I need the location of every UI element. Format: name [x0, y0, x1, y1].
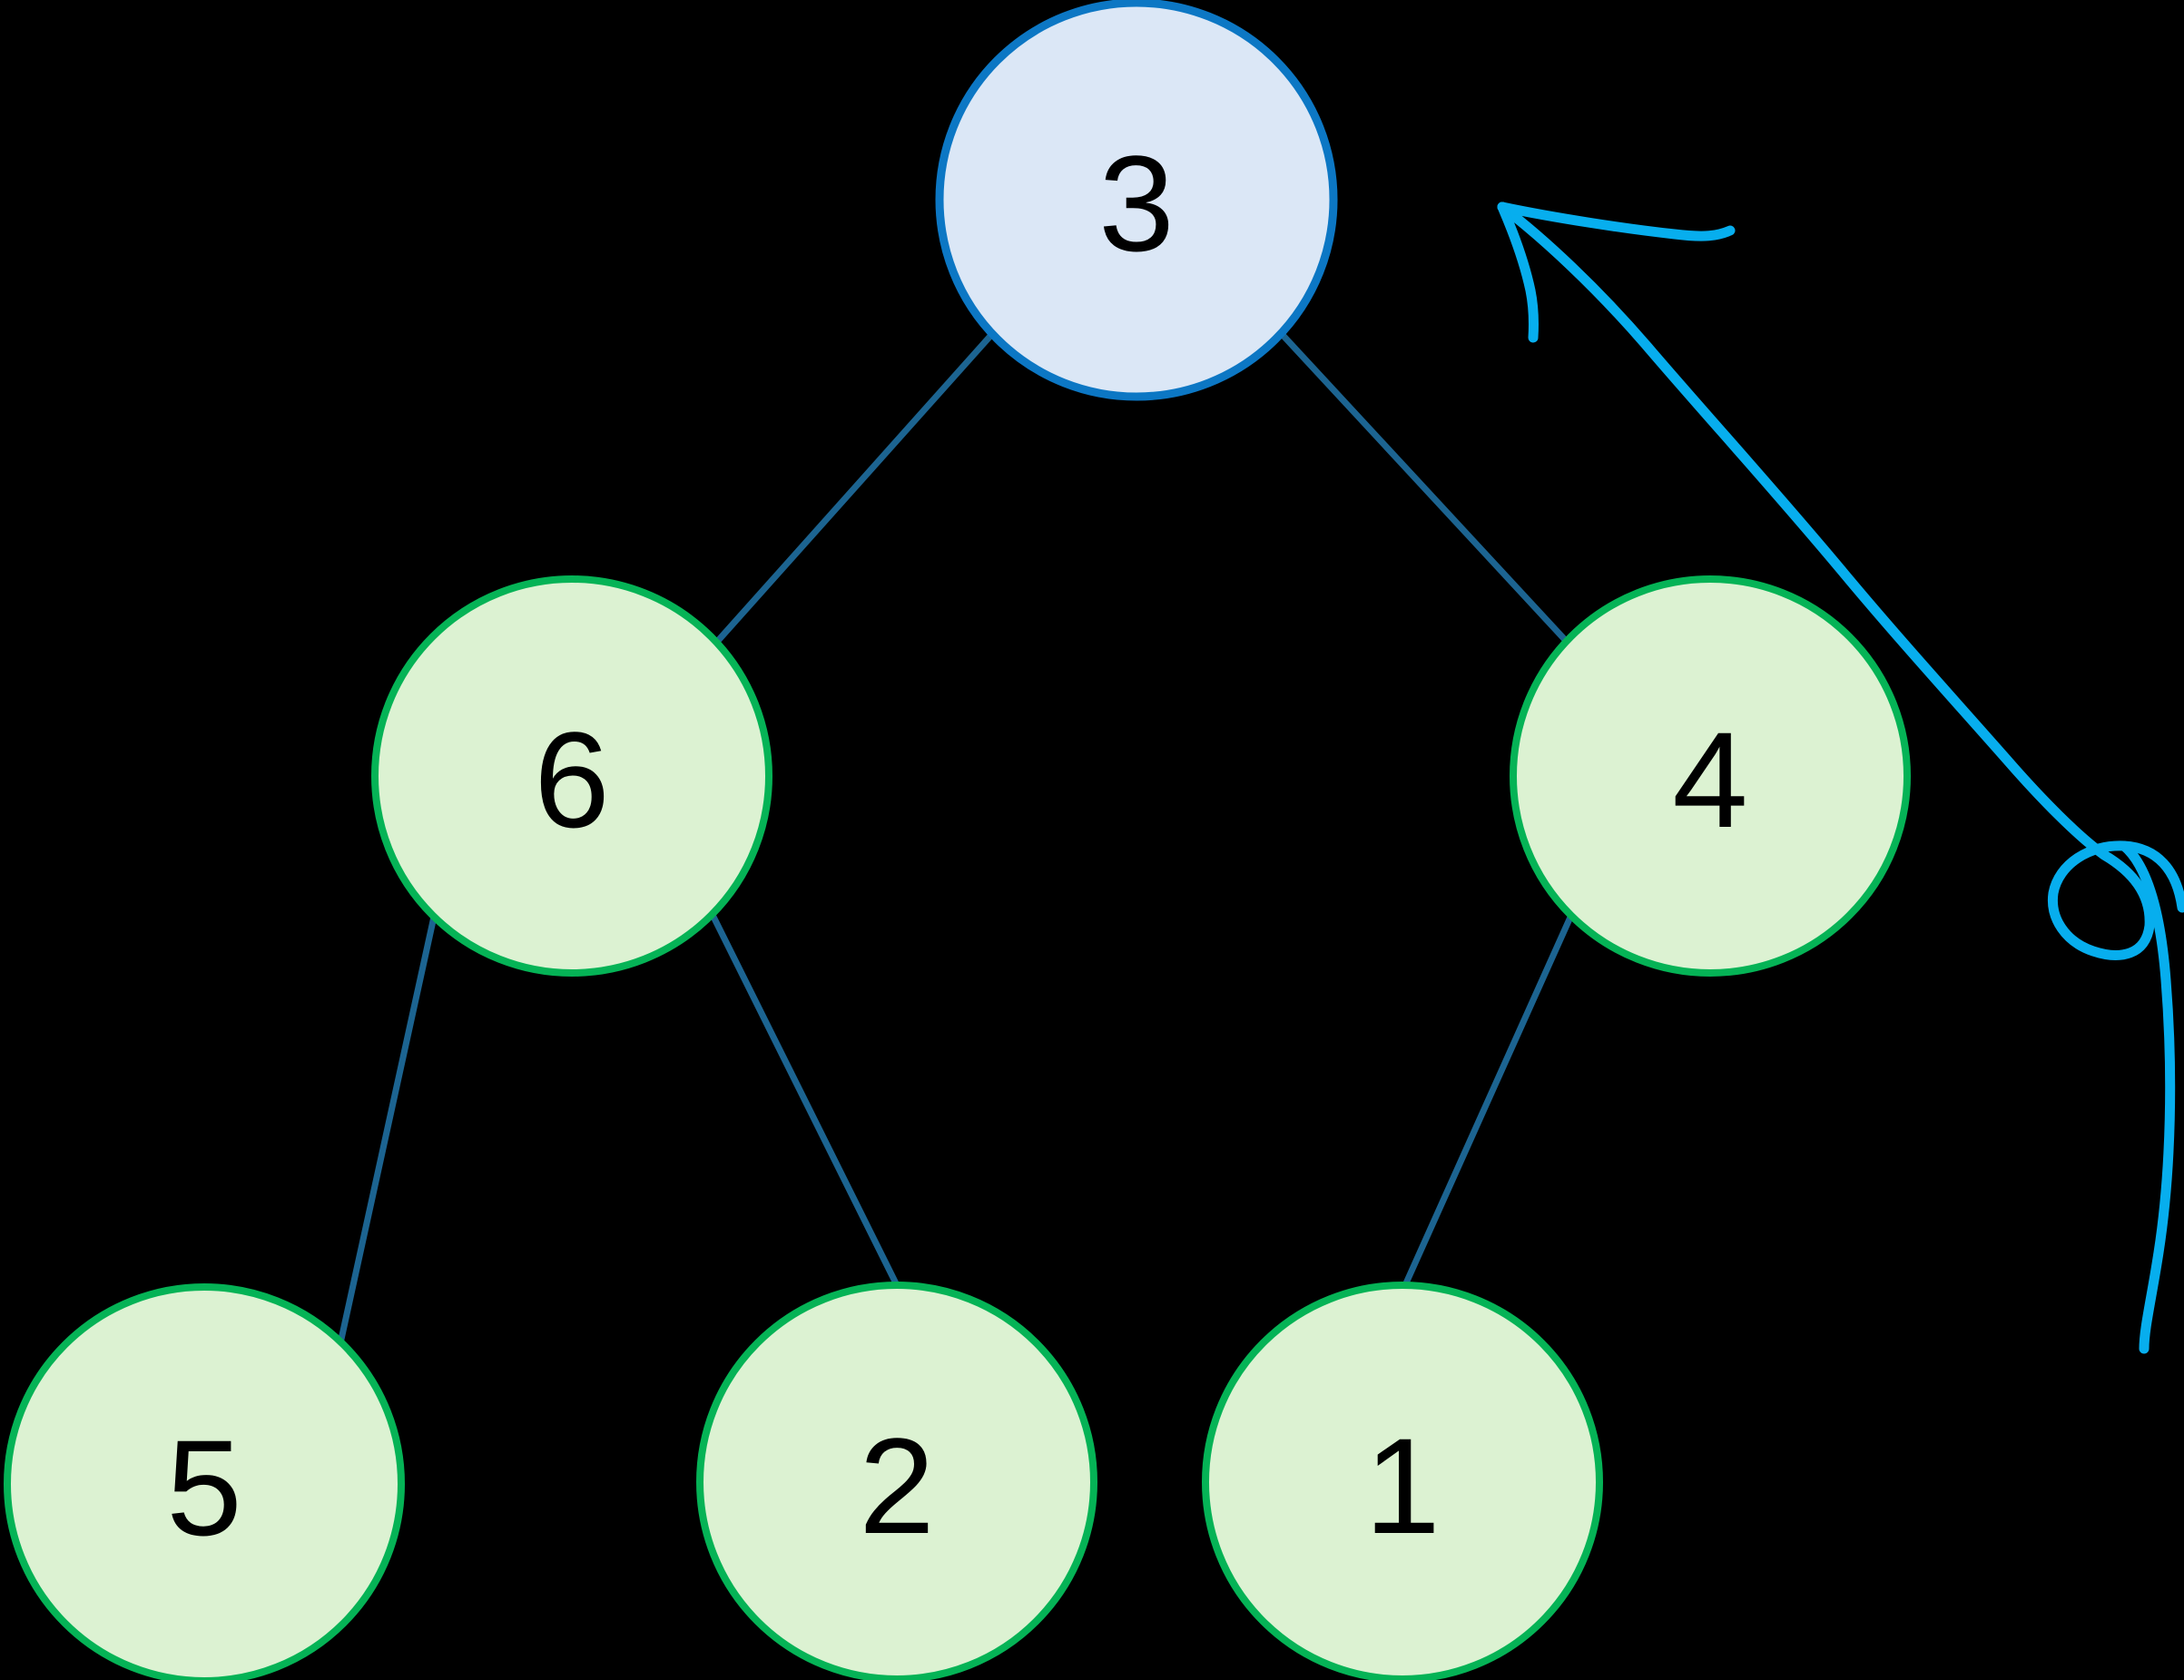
tree-node-1[interactable]: 1: [1202, 1282, 1603, 1680]
edge-4-1: [1402, 909, 1576, 1289]
node-group: 3 6 4 5 2 1: [4, 0, 1911, 1680]
node-circle-1[interactable]: [1202, 1282, 1603, 1680]
node-label-3: 3: [1098, 127, 1174, 280]
node-circle-5[interactable]: [4, 1283, 405, 1680]
tree-node-5[interactable]: 5: [4, 1283, 405, 1680]
annotation-arrowhead-barb-down: [1497, 201, 1540, 343]
node-circle-2[interactable]: [696, 1282, 1097, 1680]
node-label-5: 5: [166, 1411, 241, 1564]
node-label-6: 6: [534, 703, 609, 856]
edge-6-2: [709, 911, 900, 1289]
tree-node-6[interactable]: 6: [371, 575, 772, 977]
node-circle-6[interactable]: [371, 575, 772, 977]
annotation-arrow-group: [1497, 201, 2184, 1354]
edge-3-4: [1278, 330, 1570, 645]
tree-node-2[interactable]: 2: [696, 1282, 1097, 1680]
tree-node-3[interactable]: 3: [935, 0, 1338, 401]
node-circle-4[interactable]: [1510, 575, 1911, 977]
node-circle-3[interactable]: [935, 0, 1338, 401]
node-label-1: 1: [1364, 1410, 1440, 1562]
node-label-4: 4: [1672, 703, 1747, 856]
edge-6-5: [337, 913, 438, 1347]
edge-group: [337, 330, 1576, 1347]
annotation-arrow-tail-lower: [2119, 840, 2176, 1354]
node-label-2: 2: [859, 1410, 934, 1562]
annotation-arrowhead-barb-right: [1497, 201, 1736, 241]
tree-node-4[interactable]: 4: [1510, 575, 1911, 977]
annotation-arrow-tail: [1497, 201, 2184, 960]
edge-3-6: [713, 330, 996, 645]
